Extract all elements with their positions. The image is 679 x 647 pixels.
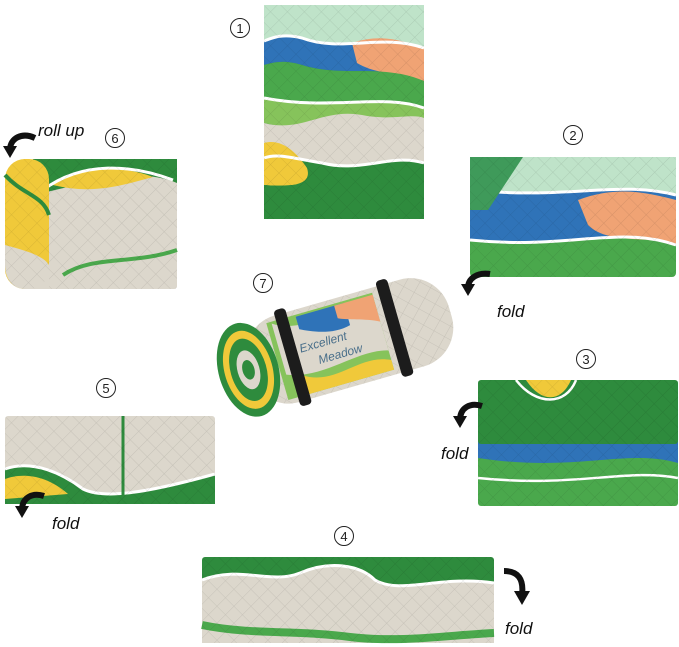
fold-label-2: fold <box>497 302 525 321</box>
fold-label-3: fold <box>441 444 469 463</box>
step-number-7: 7 <box>253 273 273 293</box>
blanket-fold-2 <box>468 155 678 279</box>
blanket-fold-3 <box>476 378 679 508</box>
curved-arrow-icon <box>3 132 37 158</box>
step-number-1: 1 <box>230 18 250 38</box>
step-number-3: 3 <box>576 349 596 369</box>
curved-arrow-icon <box>461 270 491 296</box>
fold-label-5: fold <box>52 514 80 533</box>
step-number-2: 2 <box>563 125 583 145</box>
step-number-4: 4 <box>334 526 354 546</box>
curved-arrow-icon <box>503 568 530 605</box>
blanket-unfolded <box>262 3 426 221</box>
blanket-fold-4 <box>200 555 496 645</box>
step-number-5: 5 <box>96 378 116 398</box>
curved-arrow-icon <box>15 491 45 518</box>
blanket-roll-up <box>3 155 179 293</box>
blanket-rolled-bundle: Excellent Meadow <box>205 265 467 425</box>
curved-arrow-icon <box>453 401 483 428</box>
fold-label-4: fold <box>505 619 533 638</box>
step-number-6: 6 <box>105 128 125 148</box>
blanket-fold-5 <box>3 414 217 506</box>
roll-up-label: roll up <box>38 121 85 140</box>
